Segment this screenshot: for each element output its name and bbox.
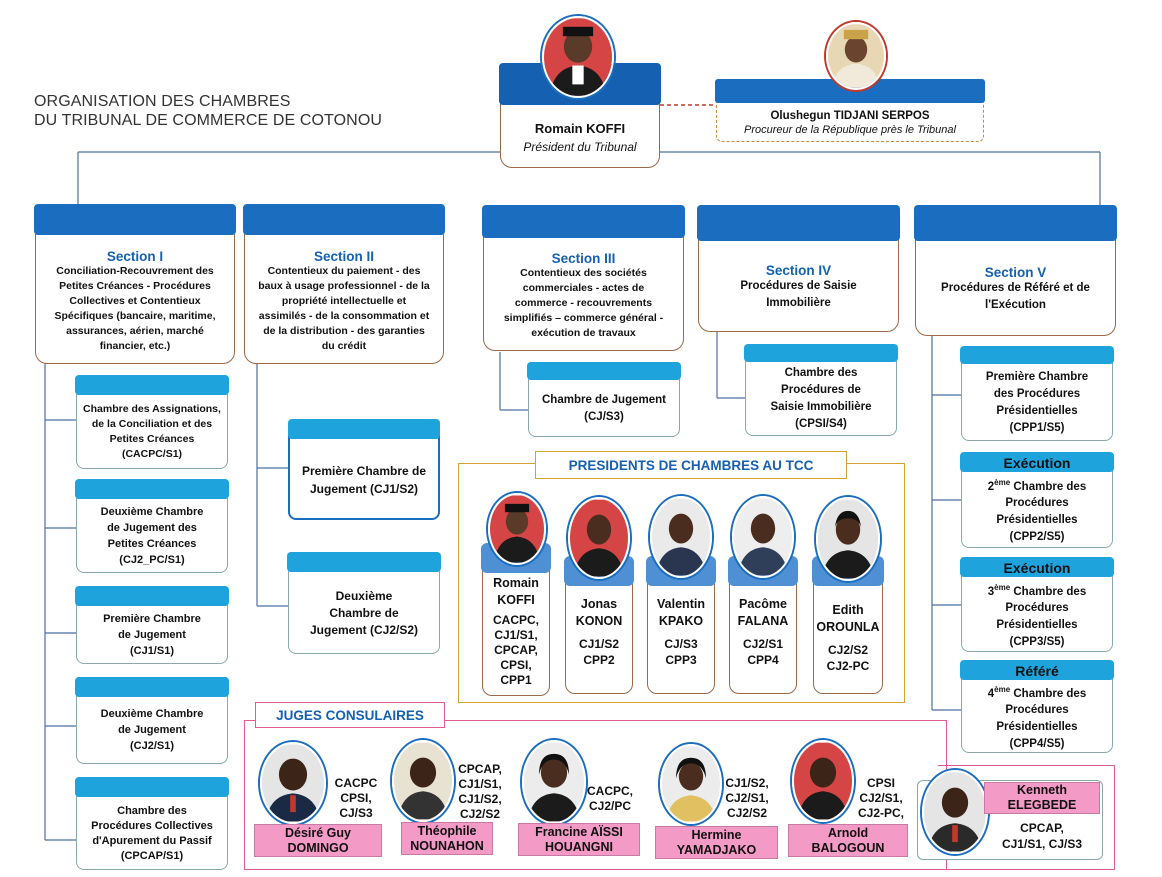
juge-2-portrait: [392, 740, 454, 822]
section-3-desc: Contentieux des sociétés commerciales - …: [503, 267, 664, 339]
juge-5-name: Arnold BALOGOUN: [788, 824, 908, 857]
section-1-desc: Conciliation-Recouvrement des Petites Cr…: [54, 264, 216, 352]
chamber-cpcap-s1: Chambre des Procédures Collectives d'Apu…: [75, 777, 229, 870]
juge-3-roles: CACPC, CJ2/PC: [586, 784, 633, 813]
section-2-desc: Contentieux du paiement - des baux à usa…: [258, 264, 430, 352]
chart-title-line1: ORGANISATION DES CHAMBRES: [34, 93, 291, 110]
cpp2-tag: Exécution: [1003, 455, 1071, 471]
chamber-cpsi-s4: Chambre des Procédures de Saisie Immobil…: [744, 344, 898, 436]
section-1-title: Section I: [106, 248, 164, 264]
section-1-card: Section I Conciliation-Recouvrement des …: [34, 204, 236, 364]
chamber-cj1-s2: Première Chambre de Jugement (CJ1/S2): [288, 419, 440, 520]
president-4-portrait: [732, 496, 794, 578]
section-3-card: Section III Contentieux des sociétés com…: [482, 205, 685, 351]
juge-2-roles: CPCAP, CJ1/S1, CJ1/S2, CJ2/S2: [458, 762, 502, 821]
chamber-cpp3-s5: Exécution 3ème Chambre des Procédures Pr…: [960, 557, 1114, 652]
section-4-desc: Procédures de Saisie Immobilière: [740, 279, 857, 309]
president-3-portrait: [650, 496, 712, 578]
chart-title: ORGANISATION DES CHAMBRES DU TRIBUNAL DE…: [34, 92, 382, 130]
president-role: Président du Tribunal: [523, 139, 637, 154]
juge-2-name: Théophile NOUNAHON: [401, 822, 493, 855]
juges-title: JUGES CONSULAIRES: [255, 702, 445, 728]
juge-5-roles: CPSI CJ2/S1, CJ2-PC,: [857, 776, 904, 820]
juges-panel-extension: [938, 765, 1115, 870]
juge-6-portrait: [922, 770, 988, 854]
presidents-title: PRESIDENTS DE CHAMBRES AU TCC: [535, 451, 847, 479]
chart-title-line2: DU TRIBUNAL DE COMMERCE DE COTONOU: [34, 112, 383, 129]
president-2-portrait: [568, 497, 630, 579]
president-5-portrait: [816, 497, 880, 581]
juge-4-roles: CJ1/S2, CJ2/S1, CJ2/S2: [725, 776, 769, 820]
chamber-cpp1-s5: Première Chambre des Procédures Présiden…: [960, 346, 1114, 441]
president-1-portrait: [488, 493, 546, 565]
chamber-cj2-s1: Deuxième Chambre de Jugement (CJ2/S1): [75, 677, 229, 764]
juge-1-name: Désiré Guy DOMINGO: [254, 824, 382, 857]
section-5-desc: Procédures de Référé et de l'Exécution: [941, 281, 1090, 311]
chamber-cj1-s1: Première Chambre de Jugement (CJ1/S1): [75, 586, 229, 664]
chamber-cacpc-s1: Chambre des Assignations, de la Concilia…: [75, 375, 229, 469]
chamber-cpp4-s5: Référé 4ème Chambre des Procédures Prési…: [960, 660, 1114, 753]
procureur-portrait: [826, 22, 886, 90]
section-5-card: Section V Procédures de Référé et de l'E…: [914, 205, 1117, 336]
president-portrait: [542, 16, 614, 98]
procureur-card: Olushegun TIDJANI SERPOS Procureur de la…: [715, 79, 985, 142]
chamber-cj2-pc-s1: Deuxième Chambre de Jugement des Petites…: [75, 479, 229, 573]
procureur-role: Procureur de la République près le Tribu…: [744, 124, 956, 136]
section-2-title: Section II: [313, 248, 374, 264]
chamber-cj-s3: Chambre de Jugement (CJ/S3): [527, 362, 681, 437]
juge-4-name: Hermine YAMADJAKO: [655, 826, 778, 859]
chamber-cpp2-s5: Exécution 2ème Chambre des Procédures Pr…: [960, 452, 1114, 548]
procureur-name: Olushegun TIDJANI SERPOS: [770, 110, 930, 122]
section-5-title: Section V: [984, 264, 1047, 280]
cpp4-tag: Référé: [1015, 663, 1059, 679]
juge-5-portrait: [792, 740, 854, 822]
chamber-cj2-s2: Deuxième Chambre de Jugement (CJ2/S2): [287, 552, 441, 654]
president-name: Romain KOFFI: [534, 120, 626, 136]
cpp3-tag: Exécution: [1003, 560, 1071, 576]
section-2-card: Section II Contentieux du paiement - des…: [243, 204, 445, 364]
juge-3-portrait: [522, 740, 586, 824]
juge-1-roles: CACPC CPSI, CJ/S3: [334, 776, 378, 820]
juge-6-name: Kenneth ELEGBEDE: [984, 782, 1100, 814]
juge-4-portrait: [660, 744, 722, 824]
juge-1-portrait: [260, 742, 326, 824]
juge-6-roles: CPCAP, CJ1/S1, CJ/S3: [1001, 821, 1083, 851]
section-3-title: Section III: [551, 251, 616, 266]
juge-3-name: Francine AÏSSI HOUANGNI: [518, 823, 640, 856]
section-4-card: Section IV Procédures de Saisie Immobili…: [697, 205, 900, 332]
section-4-title: Section IV: [765, 262, 832, 278]
